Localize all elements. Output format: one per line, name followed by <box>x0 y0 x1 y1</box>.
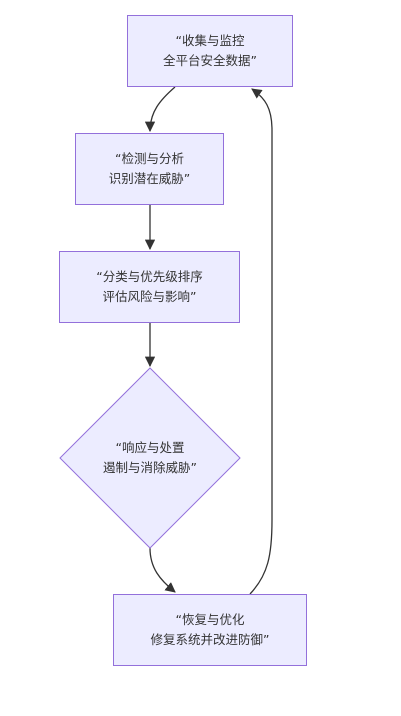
node-classify-label: “分类与优先级排序 评估风险与影响” <box>96 269 203 304</box>
node-classify-prioritize: “分类与优先级排序 评估风险与影响” <box>59 251 240 323</box>
edge-collect-to-detect <box>144 86 176 133</box>
node-respond-contain: “响应与处置 遏制与消除威胁” <box>60 368 240 548</box>
node-recover-optimize: “恢复与优化 修复系统并改进防御” <box>113 594 307 666</box>
node-collect-monitor: “收集与监控 全平台安全数据” <box>127 15 293 87</box>
node-recover-label: “恢复与优化 修复系统并改进防御” <box>150 612 270 647</box>
edge-recover-to-collect <box>249 88 273 595</box>
edge-respond-to-recover <box>149 547 176 593</box>
node-detect-analyze: “检测与分析 识别潜在威胁” <box>75 133 224 205</box>
node-detect-label: “检测与分析 识别潜在威胁” <box>108 151 191 186</box>
diamond-respond-shape <box>59 367 241 549</box>
node-respond-label: “响应与处置 遏制与消除威胁” <box>103 440 197 475</box>
node-collect-label: “收集与监控 全平台安全数据” <box>163 33 257 68</box>
